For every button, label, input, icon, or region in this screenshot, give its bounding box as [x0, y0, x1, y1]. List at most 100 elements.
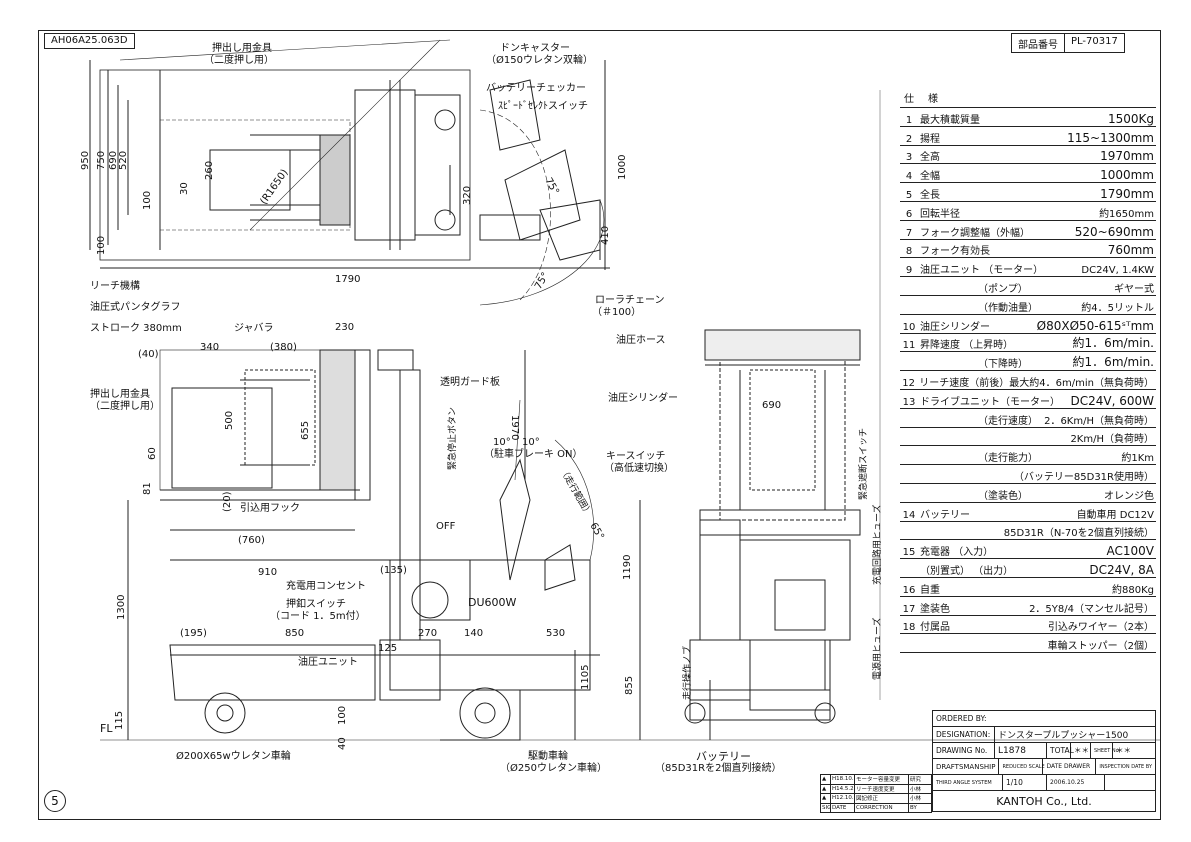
spec-row-value: 1500Kg [1107, 111, 1154, 126]
dim-20: (20) [222, 491, 233, 512]
total-label: TOTAL [1047, 743, 1074, 758]
spec-row-value: 760mm [1107, 243, 1154, 258]
spec-row-name: 最大積載質量 [920, 114, 980, 126]
battery-sub: （85D31Rを2個直列接続） [655, 763, 782, 774]
off-label: OFF [436, 521, 456, 532]
dim-100b: 100 [96, 236, 107, 255]
spec-row-name: 回転半径 [920, 208, 960, 220]
dim-1105: 1105 [580, 665, 591, 690]
spec-row-value: 自動車用 DC12V [1076, 509, 1154, 521]
battery-checker-label: バッテリーチェッカー [486, 83, 586, 94]
date-drawer-label: DATE DRAWER [1043, 759, 1097, 774]
spec-header: 仕 様 [900, 90, 1156, 108]
dim-760: (760) [238, 535, 265, 546]
hydraulic-cylinder-label: 油圧シリンダー [608, 393, 678, 404]
spec-row-name: 充電器 （入力） [920, 547, 994, 559]
dim-40: (40) [138, 349, 159, 360]
spec-row-name: ドライブユニット（モーター） [920, 396, 1060, 408]
spec-row-value: ギヤー式 [1114, 283, 1154, 295]
dim-140: 140 [464, 628, 483, 639]
hydraulic-unit-label: 油圧ユニット [298, 657, 358, 668]
drawing-frame [38, 30, 1161, 820]
part-number: PL-70317 [1064, 34, 1124, 52]
spec-row-name: （走行速度） [978, 415, 1038, 427]
company-name: KANTOH Co., Ltd. [996, 794, 1092, 808]
dim-855: 855 [624, 676, 635, 695]
sheet-number-circle: 5 [44, 790, 66, 812]
key-switch-sub: （高低速切換） [604, 463, 674, 474]
spec-row-no: 1 [905, 114, 913, 126]
spec-row-value: Ø80XØ50-615ˢᵀmm [1036, 318, 1154, 333]
spec-row-value: 1790mm [1100, 186, 1154, 201]
spec-row-no: 3 [905, 152, 913, 164]
push-fitting-sub: （二度押し用） [204, 55, 274, 66]
spec-row-value: 約1．6m/min. [1072, 355, 1154, 370]
angle-10a: 10° [493, 437, 511, 448]
inspection-label: INSPECTION DATE BY [1099, 763, 1152, 770]
spec-row-no: 18 [902, 622, 916, 634]
spec-row-no: 4 [905, 171, 913, 183]
spec-row-value: 2．5Y8/4（マンセル記号） [1029, 603, 1154, 615]
emergency-switch-label: 緊急遮断スイッチ [857, 428, 869, 500]
spec-row-name: 全高 [920, 152, 940, 164]
pull-hook-label: 引込用フック [240, 503, 300, 514]
push-switch-sub: （コード 1．5m付） [270, 611, 366, 622]
spec-row-name: 昇降速度 （上昇時） [920, 340, 1014, 352]
revision-row: ▲ H12.10.30 図記修正 小林 [821, 794, 931, 804]
scale: 1/10 [1003, 775, 1047, 790]
spec-row-name: （走行能力） [978, 453, 1038, 465]
spec-row: 5 全長 1790mm [900, 183, 1156, 202]
dim-950: 950 [80, 151, 91, 170]
reach-label: リーチ機構 [90, 281, 140, 292]
dim-410: 410 [600, 226, 611, 245]
spec-row: （バッテリー85D31R使用時） [900, 465, 1156, 484]
side-view [100, 349, 1160, 741]
emergency-stop-label: 緊急停止ボタン [446, 407, 458, 470]
dim-40b: 40 [337, 737, 348, 750]
push-switch-label: 押釦スイッチ [286, 599, 346, 610]
dim-1790: 1790 [335, 274, 360, 285]
spec-row: （走行速度） 2．6Km/H（無負荷時） [900, 409, 1156, 428]
radius-label: (R1650) [258, 167, 290, 206]
dim-270: 270 [418, 628, 437, 639]
spec-row: 85D31R（N-70を2個直列接続） [900, 522, 1156, 541]
spec-row-name: 全長 [920, 189, 940, 201]
spec-row: 2Km/H（負荷時） [900, 428, 1156, 447]
fl-label: FL [100, 722, 113, 735]
dim-30: 30 [179, 182, 190, 195]
spec-row-value: （バッテリー85D31R使用時） [1013, 471, 1154, 483]
dim-850: 850 [285, 628, 304, 639]
front-view [684, 329, 861, 740]
spec-row-no: 5 [905, 189, 913, 201]
key-switch-label: キースイッチ [606, 451, 666, 462]
sheet-label: SHEET No. [1091, 743, 1120, 758]
spec-row-value: 2．6Km/H（無負荷時） [1044, 415, 1154, 427]
spec-row-no: 11 [902, 340, 916, 352]
spec-row-no: 12 [902, 377, 916, 389]
spec-row-value: 最大約4．6m/min（無負荷時） [1009, 377, 1154, 389]
third-angle: THIRD ANGLE SYSTEM [933, 775, 1003, 790]
spec-row-value: 約4．5リットル [1081, 302, 1154, 314]
spec-row-no: 13 [902, 396, 916, 408]
dim-530: 530 [546, 628, 565, 639]
dim-195: (195) [180, 628, 207, 639]
side-push-fitting-label: 押出し用金具 [90, 389, 150, 400]
spec-row-name: （作動油量） [978, 302, 1038, 314]
push-fitting-label: 押出し用金具 [212, 43, 272, 54]
dim-655: 655 [300, 421, 311, 440]
spec-row-name: 塗装色 [920, 603, 950, 615]
spec-row-value: 1000mm [1100, 168, 1154, 183]
dim-60: 60 [147, 447, 158, 460]
spec-row-name: （ポンプ） [978, 283, 1028, 295]
spec-row-name: バッテリー [920, 509, 970, 521]
